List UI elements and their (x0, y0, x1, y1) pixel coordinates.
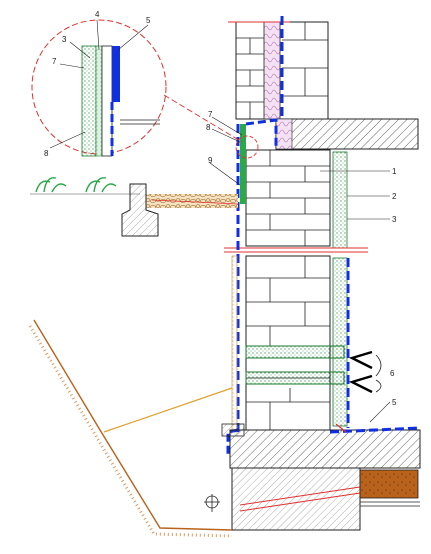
label-6: 6 (390, 369, 395, 378)
leader-lines (49, 19, 391, 423)
curb-stone (121, 183, 159, 237)
backfill-line (103, 387, 233, 433)
label-1: 1 (392, 167, 397, 176)
label-5-detail: 5 (146, 16, 151, 25)
label-3: 3 (392, 215, 397, 224)
label-7-detail: 7 (52, 57, 57, 66)
label-8: 8 (206, 123, 211, 132)
label-4: 4 (95, 10, 100, 19)
grass-symbols (35, 177, 117, 193)
labels: 3 4 5 7 8 7 8 9 1 2 3 6 5 (44, 10, 397, 407)
label-3-detail: 3 (62, 35, 67, 44)
break-lines (224, 247, 368, 253)
label-7: 7 (208, 110, 213, 119)
outer-waterproofing (226, 124, 246, 456)
label-9: 9 (208, 156, 213, 165)
soil-block (359, 469, 419, 499)
upper-insulation (263, 21, 281, 120)
label-2: 2 (392, 192, 397, 201)
foundation (204, 423, 421, 531)
label-5: 5 (392, 398, 397, 407)
detail-circle-small (235, 135, 259, 159)
label-8-detail: 8 (44, 149, 49, 158)
detail-callout (31, 19, 259, 159)
ground-surface (30, 177, 239, 237)
block-wall-lower (245, 255, 350, 431)
label-6-brace (375, 354, 382, 393)
excavation-slope (28, 319, 233, 538)
gravel-layer (146, 194, 238, 208)
reinforcement-band-1 (245, 345, 345, 359)
reinforcement-band-2 (245, 371, 345, 385)
upper-wall (228, 16, 329, 122)
block-wall-upper (245, 149, 348, 249)
inner-insulation-upper (332, 151, 348, 249)
label-6-arrows (348, 350, 373, 394)
floor-slab (245, 118, 419, 150)
inner-insulation-lower (332, 257, 348, 427)
